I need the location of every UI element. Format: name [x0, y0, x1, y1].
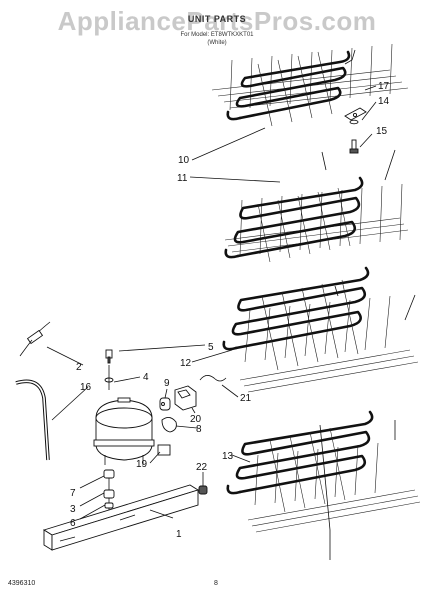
callout-5: 5	[208, 342, 214, 353]
relay-9	[159, 397, 171, 411]
evaporator-coil-10	[211, 43, 409, 127]
base-plate-1	[42, 484, 200, 551]
leader-lines	[46, 85, 377, 520]
washer-14	[349, 119, 359, 125]
diagram-title: UNIT PARTS	[187, 14, 247, 24]
callout-11: 11	[177, 173, 188, 184]
overload-20	[174, 385, 197, 411]
evaporator-coil-11	[224, 149, 409, 263]
callout-16: 16	[80, 382, 92, 393]
page-number: 8	[214, 580, 218, 587]
screw-15	[349, 139, 359, 154]
diagram-part-number: 4396310	[8, 580, 36, 587]
clip-21	[199, 375, 227, 382]
cover-8	[161, 417, 177, 433]
callout-3: 3	[70, 504, 76, 515]
callout-19: 19	[136, 459, 148, 470]
callout-22: 22	[196, 462, 208, 473]
callout-2: 2	[76, 362, 82, 373]
tube-16	[15, 379, 50, 461]
callout-15: 15	[376, 126, 388, 137]
watermark: AppliancePartsPros.com	[57, 6, 377, 36]
callout-12: 12	[180, 358, 192, 369]
callout-21: 21	[240, 393, 252, 404]
capacitor-19	[157, 444, 171, 456]
screw-22	[198, 485, 208, 495]
callout-20: 20	[190, 414, 202, 425]
callout-13: 13	[222, 451, 234, 462]
thermostat-probe-2	[19, 321, 51, 357]
callout-14: 14	[378, 96, 390, 107]
screw-5	[105, 349, 113, 364]
model-subtitle: For Model: ET8WTKXKT01	[180, 32, 254, 38]
callout-7: 7	[70, 488, 76, 499]
callout-8: 8	[196, 424, 202, 435]
callout-6: 6	[70, 518, 76, 529]
callout-17: 17	[378, 81, 390, 92]
callout-10: 10	[178, 155, 190, 166]
evaporator-coil-13	[226, 410, 421, 560]
evaporator-coil-12	[222, 266, 419, 393]
callout-4: 4	[143, 372, 149, 383]
callout-1: 1	[176, 529, 182, 540]
compressor	[93, 397, 155, 465]
callout-9: 9	[164, 378, 170, 389]
color-note: (White)	[207, 40, 227, 46]
grommets-7-3-6	[103, 469, 115, 509]
bracket-17	[344, 107, 367, 121]
